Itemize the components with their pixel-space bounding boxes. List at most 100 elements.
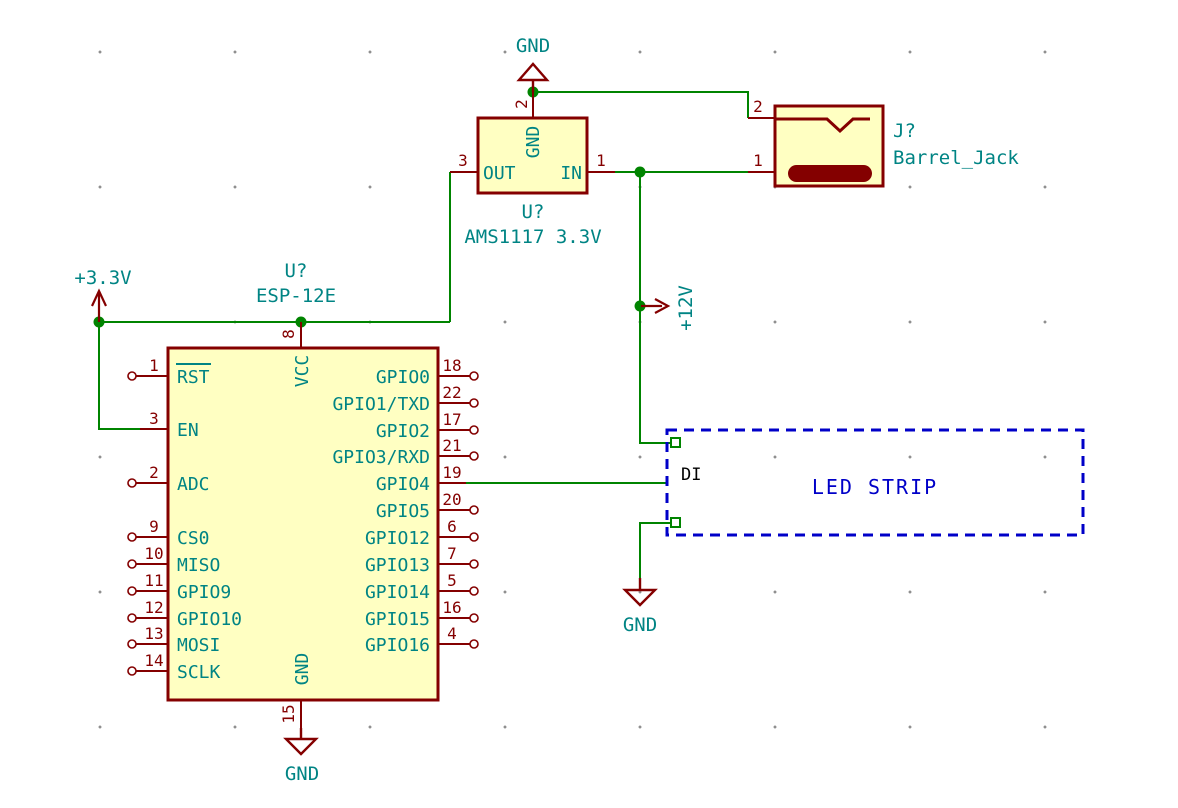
pin-number: 1 bbox=[596, 151, 606, 170]
pin-name: GPIO9 bbox=[177, 582, 231, 603]
pin-name: GPIO15 bbox=[365, 609, 430, 630]
esp-value[interactable]: ESP-12E bbox=[256, 285, 336, 307]
pin-name: GPIO2 bbox=[376, 421, 430, 442]
power-3v3-label: +3.3V bbox=[74, 267, 131, 289]
pin-number: 5 bbox=[447, 571, 457, 590]
wire-12v-drop[interactable] bbox=[639, 172, 671, 444]
gnd-top-label: GND bbox=[516, 35, 550, 57]
led-strip-di-label: DI bbox=[681, 465, 701, 485]
esp-pin-gpio5[interactable]: 20 GPIO5 bbox=[376, 490, 479, 522]
pin-end-circle bbox=[469, 425, 479, 435]
esp-pin-gpio14[interactable]: 5 GPIO14 bbox=[365, 571, 479, 603]
esp-pin-gpio2[interactable]: 17 GPIO2 bbox=[376, 410, 479, 442]
esp-ref[interactable]: U? bbox=[285, 260, 308, 282]
gnd-top-symbol[interactable]: GND bbox=[516, 35, 550, 92]
pin-number: 6 bbox=[447, 517, 457, 536]
esp-pin-gpio9[interactable]: 11 GPIO9 bbox=[127, 571, 231, 603]
pin-number: 8 bbox=[279, 329, 298, 339]
pin-end-circle bbox=[469, 559, 479, 569]
esp-pin-cs0[interactable]: 9 CS0 bbox=[127, 517, 210, 549]
pin-name: EN bbox=[177, 420, 199, 441]
pin-end-circle bbox=[127, 559, 137, 569]
esp-pin-adc[interactable]: 2 ADC bbox=[127, 463, 210, 495]
barrel-jack-ref[interactable]: J? bbox=[893, 120, 916, 142]
esp-pin-miso[interactable]: 10 MISO bbox=[127, 544, 220, 576]
esp-pin-mosi[interactable]: 13 MOSI bbox=[127, 624, 220, 656]
wire-en[interactable] bbox=[98, 322, 140, 430]
pin-number: 22 bbox=[442, 383, 461, 402]
power-3v3-symbol[interactable]: +3.3V bbox=[74, 267, 132, 322]
esp-pin-gpio15[interactable]: 16 GPIO15 bbox=[365, 598, 479, 630]
wire-led-gnd[interactable] bbox=[639, 522, 673, 578]
esp-pin-rst[interactable]: 1 RST bbox=[127, 356, 211, 388]
pin-number: 1 bbox=[753, 151, 763, 170]
gnd-led-label: GND bbox=[623, 614, 657, 636]
led-strip-sheet[interactable]: LED STRIP DI bbox=[665, 428, 1085, 537]
pin-name: VCC bbox=[292, 355, 313, 388]
pin-number: 10 bbox=[144, 544, 163, 563]
pin-name: GND bbox=[523, 126, 544, 159]
esp12e-symbol[interactable]: U? ESP-12E 8 VCC 15 GND 1 RST 3 EN bbox=[127, 260, 479, 728]
led-strip-label: LED STRIP bbox=[812, 475, 938, 499]
esp-pin-gpio0[interactable]: 18 GPIO0 bbox=[376, 356, 479, 388]
pin-end-circle bbox=[127, 478, 137, 488]
pin-number: 16 bbox=[442, 598, 461, 617]
barrel-jack-value[interactable]: Barrel_Jack bbox=[893, 147, 1019, 169]
pin-name: GPIO10 bbox=[177, 609, 242, 630]
esp-pin-gpio13[interactable]: 7 GPIO13 bbox=[365, 544, 479, 576]
gnd-triangle-down bbox=[622, 578, 658, 607]
regulator-ref[interactable]: U? bbox=[522, 201, 545, 223]
pin-name: GPIO3/RXD bbox=[332, 447, 430, 468]
power-12v-symbol[interactable]: +12V bbox=[641, 285, 697, 331]
esp-pin-gpio4[interactable]: 19 GPIO4 bbox=[376, 463, 466, 495]
pin-name: GPIO14 bbox=[365, 582, 430, 603]
pin-name: GPIO12 bbox=[365, 528, 430, 549]
gnd-esp-symbol[interactable]: GND bbox=[283, 728, 319, 785]
pin-name: GPIO13 bbox=[365, 555, 430, 576]
pin-name: GPIO4 bbox=[376, 474, 430, 495]
pin-end-circle bbox=[127, 639, 137, 649]
gnd-led-symbol[interactable]: GND bbox=[622, 578, 658, 636]
esp-pin-gpio16[interactable]: 4 GPIO16 bbox=[365, 624, 479, 656]
esp-pin-sclk[interactable]: 14 SCLK bbox=[127, 651, 221, 683]
pin-number: 7 bbox=[447, 544, 457, 563]
pin-end-circle bbox=[469, 613, 479, 623]
pin-name: GPIO16 bbox=[365, 635, 430, 656]
pin-name: MOSI bbox=[177, 635, 220, 656]
gnd-triangle-down bbox=[283, 728, 319, 756]
pin-number: 12 bbox=[144, 598, 163, 617]
pin-number: 11 bbox=[144, 571, 163, 590]
led-strip-gnd-pin bbox=[670, 517, 681, 528]
pin-number: 3 bbox=[149, 409, 159, 428]
pin-end-circle bbox=[127, 371, 137, 381]
pin-number: 20 bbox=[442, 490, 461, 509]
wire-gnd-top[interactable] bbox=[533, 91, 749, 118]
esp-pin-gpio1-txd[interactable]: 22 GPIO1/TXD bbox=[332, 383, 479, 415]
esp-pin-gpio12[interactable]: 6 GPIO12 bbox=[365, 517, 479, 549]
pin-name: ADC bbox=[177, 474, 210, 495]
regulator-ams1117-symbol[interactable]: U? AMS1117 3.3V 3 OUT 1 IN 2 GND bbox=[450, 92, 615, 248]
pin-number: 3 bbox=[458, 151, 468, 170]
esp-pin-en[interactable]: 3 EN bbox=[140, 409, 199, 441]
led-strip-outline bbox=[665, 428, 1085, 537]
regulator-value[interactable]: AMS1117 3.3V bbox=[464, 226, 601, 248]
pin-end-circle bbox=[127, 532, 137, 542]
esp-pin-gpio3-rxd[interactable]: 21 GPIO3/RXD bbox=[332, 436, 479, 468]
esp-pin-gnd[interactable]: 15 GND bbox=[279, 653, 313, 728]
pin-number: 13 bbox=[144, 624, 163, 643]
barrel-jack-symbol[interactable]: 2 1 J? Barrel_Jack bbox=[748, 97, 1019, 188]
esp-pin-gpio10[interactable]: 12 GPIO10 bbox=[127, 598, 242, 630]
pin-number: 14 bbox=[144, 651, 163, 670]
gnd-esp-label: GND bbox=[285, 763, 319, 785]
pin-number: 2 bbox=[753, 97, 763, 116]
pin-number: 17 bbox=[442, 410, 461, 429]
pin-name: RST bbox=[177, 367, 210, 388]
pin-end-circle bbox=[469, 639, 479, 649]
pin-name: IN bbox=[560, 163, 582, 184]
pin-number: 4 bbox=[447, 624, 457, 643]
barrel-jack-tip-contact bbox=[776, 117, 870, 134]
esp-pin-vcc[interactable]: 8 VCC bbox=[279, 322, 313, 387]
pin-end-circle bbox=[469, 505, 479, 515]
gnd-triangle-up bbox=[516, 62, 550, 92]
